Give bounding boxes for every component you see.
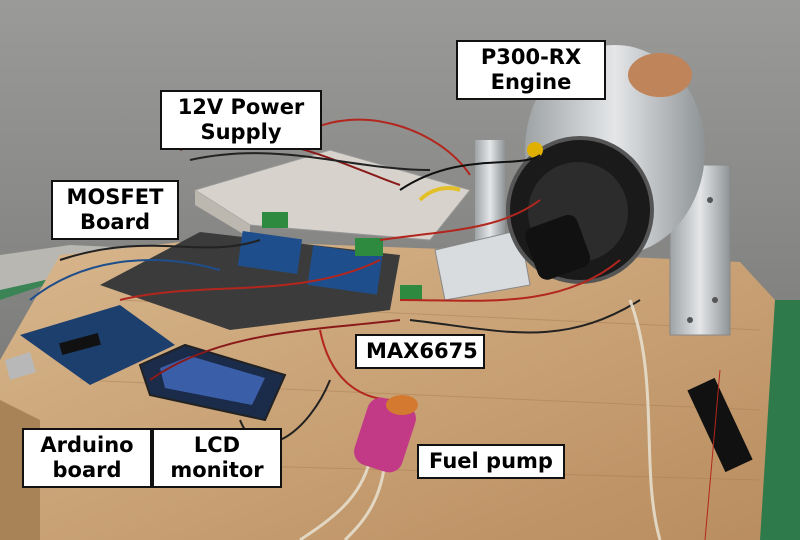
lcd-monitor-label-line1: LCD (193, 433, 241, 457)
max6675-label: MAX6675 (355, 334, 485, 369)
arduino-board-label-line2: board (52, 458, 122, 482)
lcd-monitor-label: LCD monitor (152, 428, 282, 488)
power-supply-label: 12V Power Supply (160, 90, 322, 150)
fuel-pump-cap (386, 395, 418, 415)
lcd-screen (160, 356, 265, 405)
power-supply-label-line2: Supply (200, 120, 282, 144)
arduino-board-label: Arduino board (22, 428, 152, 488)
engine-label-line2: Engine (490, 70, 572, 94)
engine-label: P300-RX Engine (456, 40, 606, 100)
mosfet-board-label-line1: MOSFET (66, 185, 164, 209)
fuel-pump (354, 397, 416, 473)
arduino-board-label-line1: Arduino (40, 433, 134, 457)
fuel-pump-label: Fuel pump (417, 444, 565, 479)
max6675-label-line1: MAX6675 (366, 339, 478, 363)
stand-bolt (687, 317, 693, 323)
red-wire-right (704, 369, 721, 540)
lcd-monitor-label-line2: monitor (170, 458, 264, 482)
fuel-fitting (527, 142, 543, 158)
mosfet-blue-module (307, 245, 383, 295)
mosfet-board-label: MOSFET Board (51, 180, 179, 240)
engine-stand-base (434, 229, 531, 301)
terminal-block (262, 212, 288, 228)
power-supply-label-line1: 12V Power (177, 95, 305, 119)
fuel-lines (299, 299, 662, 540)
power-supply-front (195, 190, 250, 238)
usb-connector (5, 352, 36, 380)
stand-bolt (707, 197, 713, 203)
arduino-chip (59, 333, 101, 355)
starter-motor (525, 214, 591, 280)
terminal-block (355, 238, 383, 256)
terminal-block (400, 285, 422, 301)
wiring-harness (29, 118, 641, 444)
engine-label-line1: P300-RX (480, 45, 582, 69)
engine-exhaust-cone (628, 53, 692, 97)
table-clamp (687, 377, 753, 473)
fuel-pump-label-line1: Fuel pump (429, 449, 553, 473)
mosfet-board-label-line2: Board (80, 210, 150, 234)
stand-bolt (712, 297, 718, 303)
